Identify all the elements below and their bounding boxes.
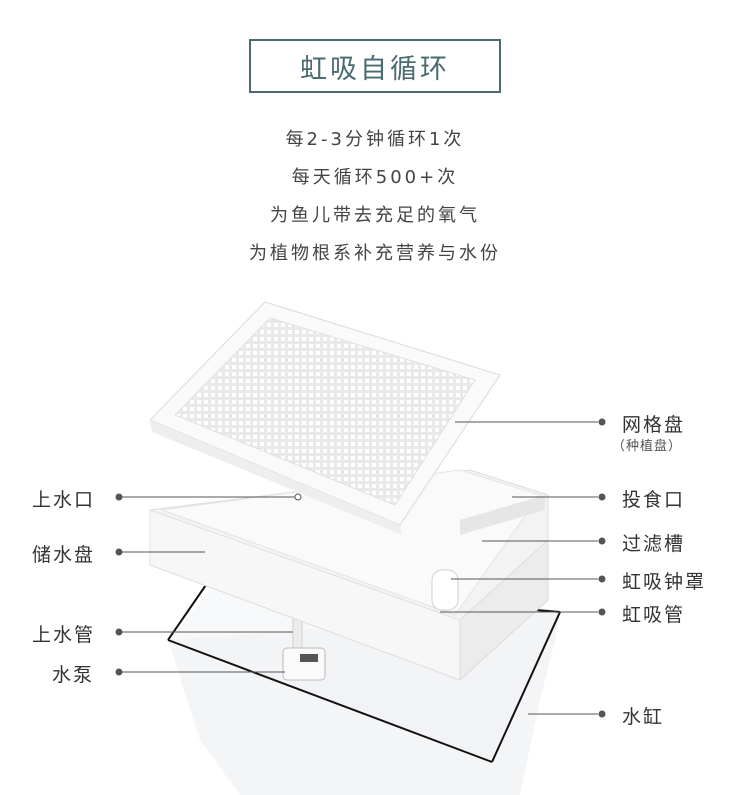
mesh-tray [149, 301, 501, 535]
callout-reservoir: 储水盘 [32, 544, 96, 566]
subtitle-line-4: 为植物根系补充营养与水份 [249, 243, 501, 264]
callout-siphon-bell: 虹吸钟罩 [622, 571, 707, 593]
callout-feeding-port: 投食口 [622, 489, 686, 511]
subtitle-line-2: 每天循环500+次 [291, 167, 459, 188]
callout-tank: 水缸 [622, 706, 665, 728]
callout-inlet-pipe: 上水管 [32, 624, 96, 646]
siphon-bell-shape [431, 569, 459, 611]
reservoir-tray [149, 469, 549, 682]
callout-filter-groove: 过滤槽 [622, 533, 686, 555]
subtitle-line-1: 每2-3分钟循环1次 [285, 129, 465, 150]
callout-mesh-tray-note: （种植盘） [612, 439, 683, 454]
page-title: 虹吸自循环 [300, 53, 450, 85]
leader-lines [115, 418, 606, 718]
title-frame: 虹吸自循环 [249, 39, 501, 93]
callout-mesh-tray: 网格盘 [622, 414, 686, 436]
callout-pump: 水泵 [52, 664, 95, 686]
subtitle-line-3: 为鱼儿带去充足的氧气 [270, 205, 480, 226]
callout-siphon-tube: 虹吸管 [622, 604, 686, 626]
callout-water-inlet: 上水口 [32, 489, 96, 511]
